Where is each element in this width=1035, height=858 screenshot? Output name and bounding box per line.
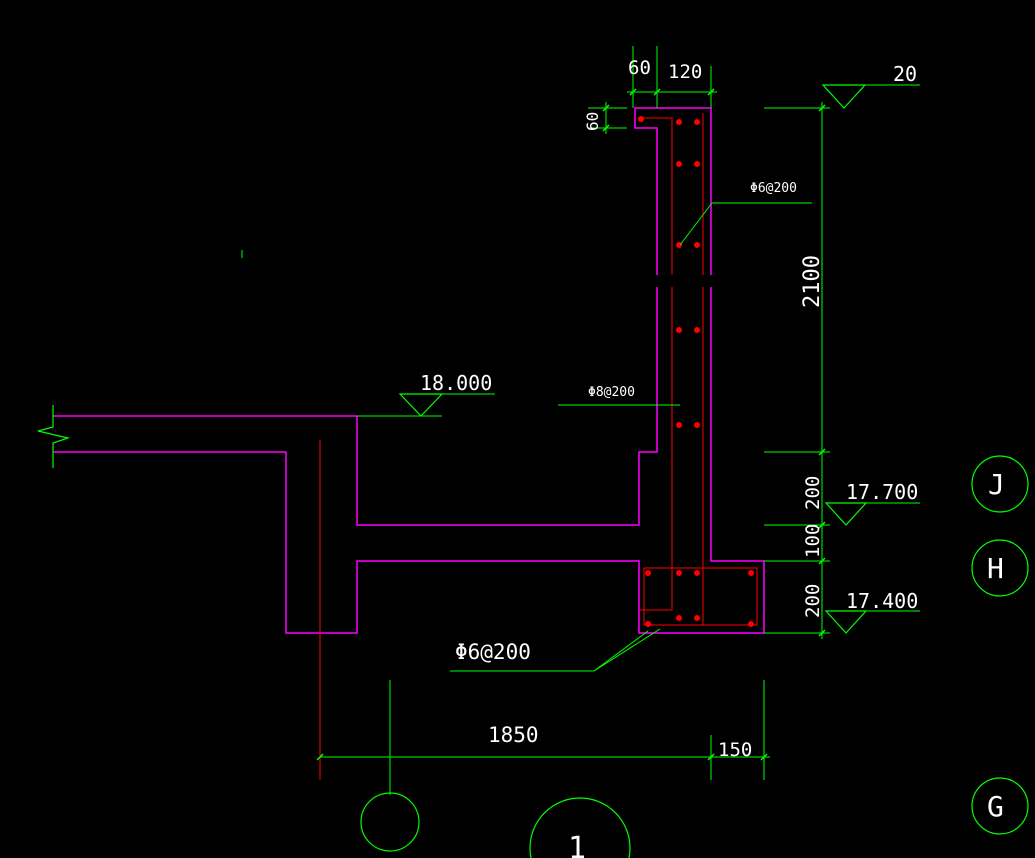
concrete-outline [53, 107, 765, 634]
axis-label-g: G [987, 790, 1004, 823]
rebar-dots [638, 116, 754, 627]
elevation-top: 20 [893, 62, 917, 86]
dim-bottom-width: 1850 [488, 723, 539, 747]
rebar-dot [694, 327, 700, 333]
rebar-dot [676, 242, 682, 248]
rebar-dot [694, 570, 700, 576]
dim-top-height: 60 [583, 112, 602, 131]
rebar-dot [676, 615, 682, 621]
axis-bubble-h [971, 539, 1029, 597]
elevation-mid: 17.700 [846, 480, 918, 504]
break-symbol [37, 405, 71, 468]
dim-top-width-b: 120 [668, 61, 702, 83]
dim-top-width-a: 60 [628, 57, 651, 79]
dim-segment-200-upper: 200 [802, 476, 824, 510]
elevation-slab: 18.000 [420, 371, 492, 395]
rebar-dot [694, 119, 700, 125]
rebar-label-beam-bottom: Φ6@200 [455, 640, 531, 664]
rebar-dot [694, 615, 700, 621]
rebar-dot [676, 570, 682, 576]
elevation-bottom: 17.400 [846, 589, 918, 613]
rebar-label-wall-upper: Φ6@200 [750, 181, 797, 196]
rebar-dot [694, 242, 700, 248]
rebar-dot [748, 570, 754, 576]
axis-label-h: H [987, 552, 1004, 585]
rebar-dot [676, 327, 682, 333]
rebar-dot [676, 161, 682, 167]
wall-break-gap [650, 275, 720, 287]
dim-wall-height: 2100 [800, 255, 825, 308]
axis-label-j: J [988, 468, 1005, 501]
section-number: 1 [568, 831, 586, 858]
rebar-dot [645, 621, 651, 627]
drawing-texts: 60 120 60 2100 200 100 200 1850 150 20 1… [420, 57, 1005, 858]
axis-bubble-left [360, 792, 420, 852]
elevation-markers [398, 84, 868, 634]
rebar-dot [748, 621, 754, 627]
dim-bottom-right: 150 [718, 739, 752, 761]
rebar-dot [676, 119, 682, 125]
rebar-label-wall-middle: Φ8@200 [588, 385, 635, 400]
rebar-dot [676, 422, 682, 428]
rebar-dot [694, 161, 700, 167]
axis-bubble-g [971, 777, 1029, 835]
rebar-dot [638, 116, 644, 122]
dimension-ticks [316, 88, 826, 761]
rebar-dot [645, 570, 651, 576]
rebar-dot [694, 422, 700, 428]
dim-segment-100: 100 [802, 524, 824, 558]
section-bubble [529, 797, 631, 858]
dimension-lines [241, 46, 920, 795]
axis-bubbles [360, 455, 1029, 858]
axis-bubble-j [971, 455, 1029, 513]
dim-segment-200-lower: 200 [802, 584, 824, 618]
rebar-lines [319, 113, 758, 780]
